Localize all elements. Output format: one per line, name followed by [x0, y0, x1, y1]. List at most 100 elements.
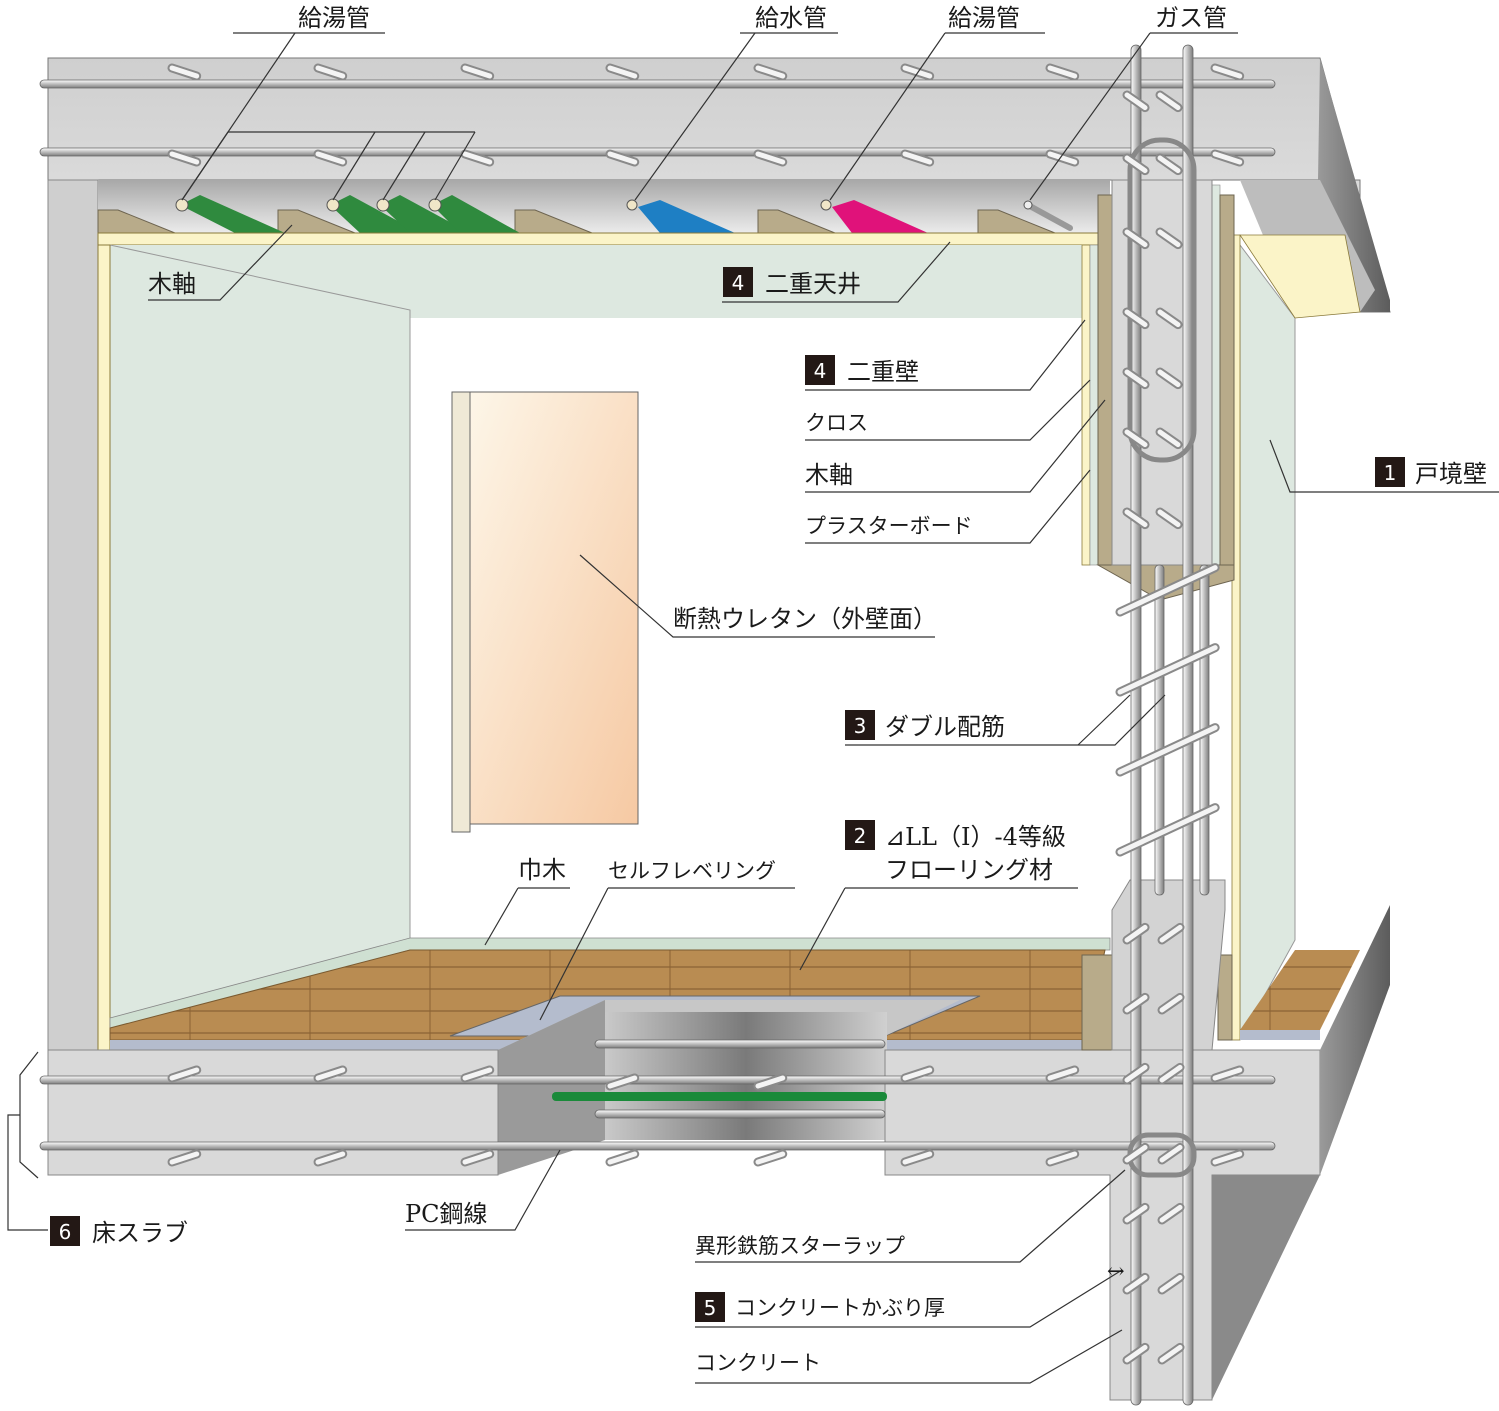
label-flooring-line1: ⊿LL（I）-4等級 [885, 823, 1066, 851]
rebar-section-highlight [1124, 1064, 1148, 1083]
rebar-section-highlight [315, 151, 346, 165]
rebar-section-highlight [1212, 151, 1243, 165]
label-concrete: コンクリート [695, 1351, 821, 1375]
rebar-section-highlight [1157, 369, 1181, 388]
left-wall-trim [97, 244, 111, 1051]
label-unit-boundary-wall: 戸境壁 [1415, 460, 1487, 488]
gas-pipe [1025, 202, 1073, 231]
leader-lines [7, 32, 1499, 1384]
rebar-section-highlight [755, 1151, 786, 1165]
badge-flooring-number: 2 [854, 824, 867, 848]
label-concrete-cover: コンクリートかぶり厚 [735, 1296, 945, 1320]
vertical-rebars [1127, 44, 1210, 1406]
label-double-ceiling: 二重天井 [765, 270, 861, 298]
rebar-section-highlight [462, 1151, 493, 1165]
badge-concrete-cover [695, 1292, 725, 1322]
rebar-section-highlight [1124, 509, 1148, 528]
label-self-leveling: セルフレベリング [608, 859, 776, 883]
rebar-section-highlight [1212, 65, 1243, 79]
rebar-section-highlight [462, 151, 493, 165]
badge-floor-slab-number: 6 [59, 1220, 72, 1244]
label-double-wall: 二重壁 [847, 358, 919, 386]
rebar-section-highlight [755, 1075, 786, 1089]
label-double-rebar: ダブル配筋 [885, 713, 1005, 741]
badge-double-ceiling-number: 4 [732, 271, 745, 295]
wall-rebar-sections [1115, 90, 1220, 1365]
rebar-section-highlight [169, 1151, 200, 1165]
rebar-section-highlight [169, 151, 200, 165]
label-hot-water-pipe-2: 給湯管 [948, 4, 1020, 32]
label-stirrup: 異形鉄筋スターラップ [695, 1234, 905, 1258]
rebar-section-highlight [315, 1151, 346, 1165]
rebar-section-highlight [1117, 725, 1218, 775]
badge-double-wall [805, 355, 835, 385]
rebar-section-highlight [1157, 229, 1181, 248]
rebar-section-highlight [902, 1067, 933, 1081]
ceiling-rebars [39, 79, 1276, 157]
right-room-trim [1231, 234, 1241, 1041]
rebar-section-highlight [1124, 309, 1148, 328]
badge-double-ceiling [723, 267, 753, 297]
right-room-underlay [1240, 1030, 1320, 1040]
partition-wall-base [1111, 879, 1226, 1051]
badge-concrete-cover-number: 5 [704, 1296, 717, 1320]
rebar-section-highlight [462, 65, 493, 79]
label-baseboard: 巾木 [518, 856, 566, 884]
hot-water-pipes-green [175, 195, 520, 233]
hot-water-pipe-magenta [832, 200, 928, 233]
rebar-section-highlight [607, 1075, 638, 1089]
rebar-section-highlight [1047, 65, 1078, 79]
right-room-floor [1240, 950, 1360, 1030]
badge-floor-slab [50, 1216, 80, 1246]
rebar-section-highlight [1124, 1344, 1148, 1363]
rebar-section-highlight [607, 1151, 638, 1165]
ceiling-board [97, 232, 1099, 246]
rebar-section-highlight [1159, 1204, 1183, 1223]
rebar-section-highlight [1117, 645, 1218, 695]
rebar-section-highlight [1157, 92, 1181, 111]
rebar-section-highlight [1047, 151, 1078, 165]
rebar-section-highlight [315, 1067, 346, 1081]
rebar-section-highlight [1124, 994, 1148, 1013]
cover-arrow: ↔ [1107, 1259, 1125, 1283]
rebar-section-highlight [1212, 1067, 1243, 1081]
ceiling-slab [47, 57, 1391, 1061]
rebar-section-highlight [462, 1067, 493, 1081]
label-pc-strand: PC鋼線 [405, 1200, 488, 1228]
rebar-section-highlight [1212, 1151, 1243, 1165]
floor-slab-front [47, 1049, 499, 1176]
rebar-section-highlight [1124, 92, 1148, 111]
label-flooring-line2: フローリング材 [885, 856, 1053, 884]
water-pipe-blue [638, 200, 735, 233]
slab-rebar-sections [167, 1065, 1245, 1167]
rebar-section-highlight [607, 65, 638, 79]
hot-water-pipe-end [820, 199, 832, 211]
label-wood-frame-ceiling: 木軸 [148, 270, 196, 298]
rebar-section-highlight [169, 65, 200, 79]
rebar-section-highlight [1157, 509, 1181, 528]
gas-pipe-end [1023, 200, 1033, 210]
right-room-ceiling [1239, 234, 1361, 319]
badge-double-wall-number: 4 [814, 359, 827, 383]
rebar-section-highlight [315, 65, 346, 79]
badge-double-rebar [845, 710, 875, 740]
rebar-section-highlight [1117, 565, 1218, 615]
rebar-section-highlight [1124, 1204, 1148, 1223]
water-pipe-end [626, 199, 638, 211]
rebar-section-highlight [902, 65, 933, 79]
label-cloth: クロス [805, 411, 868, 435]
rebar-section-highlight [1157, 309, 1181, 328]
label-wood-frame-wall: 木軸 [805, 461, 853, 489]
insulation-panel-edge [451, 391, 471, 833]
pc-strand [552, 1092, 887, 1101]
rebar-section-highlight [755, 65, 786, 79]
rebar-section-highlight [1124, 429, 1148, 448]
label-gas-pipe: ガス管 [1155, 4, 1227, 32]
rebar-section-highlight [1159, 1344, 1183, 1363]
rebar-section-highlight [1124, 155, 1148, 174]
rebar-section-highlight [1157, 155, 1181, 174]
label-insulation: 断熱ウレタン（外壁面） [673, 605, 937, 633]
rebar-section-highlight [1159, 1144, 1183, 1163]
rebar-section-highlight [1047, 1151, 1078, 1165]
badge-double-rebar-number: 3 [854, 714, 867, 738]
